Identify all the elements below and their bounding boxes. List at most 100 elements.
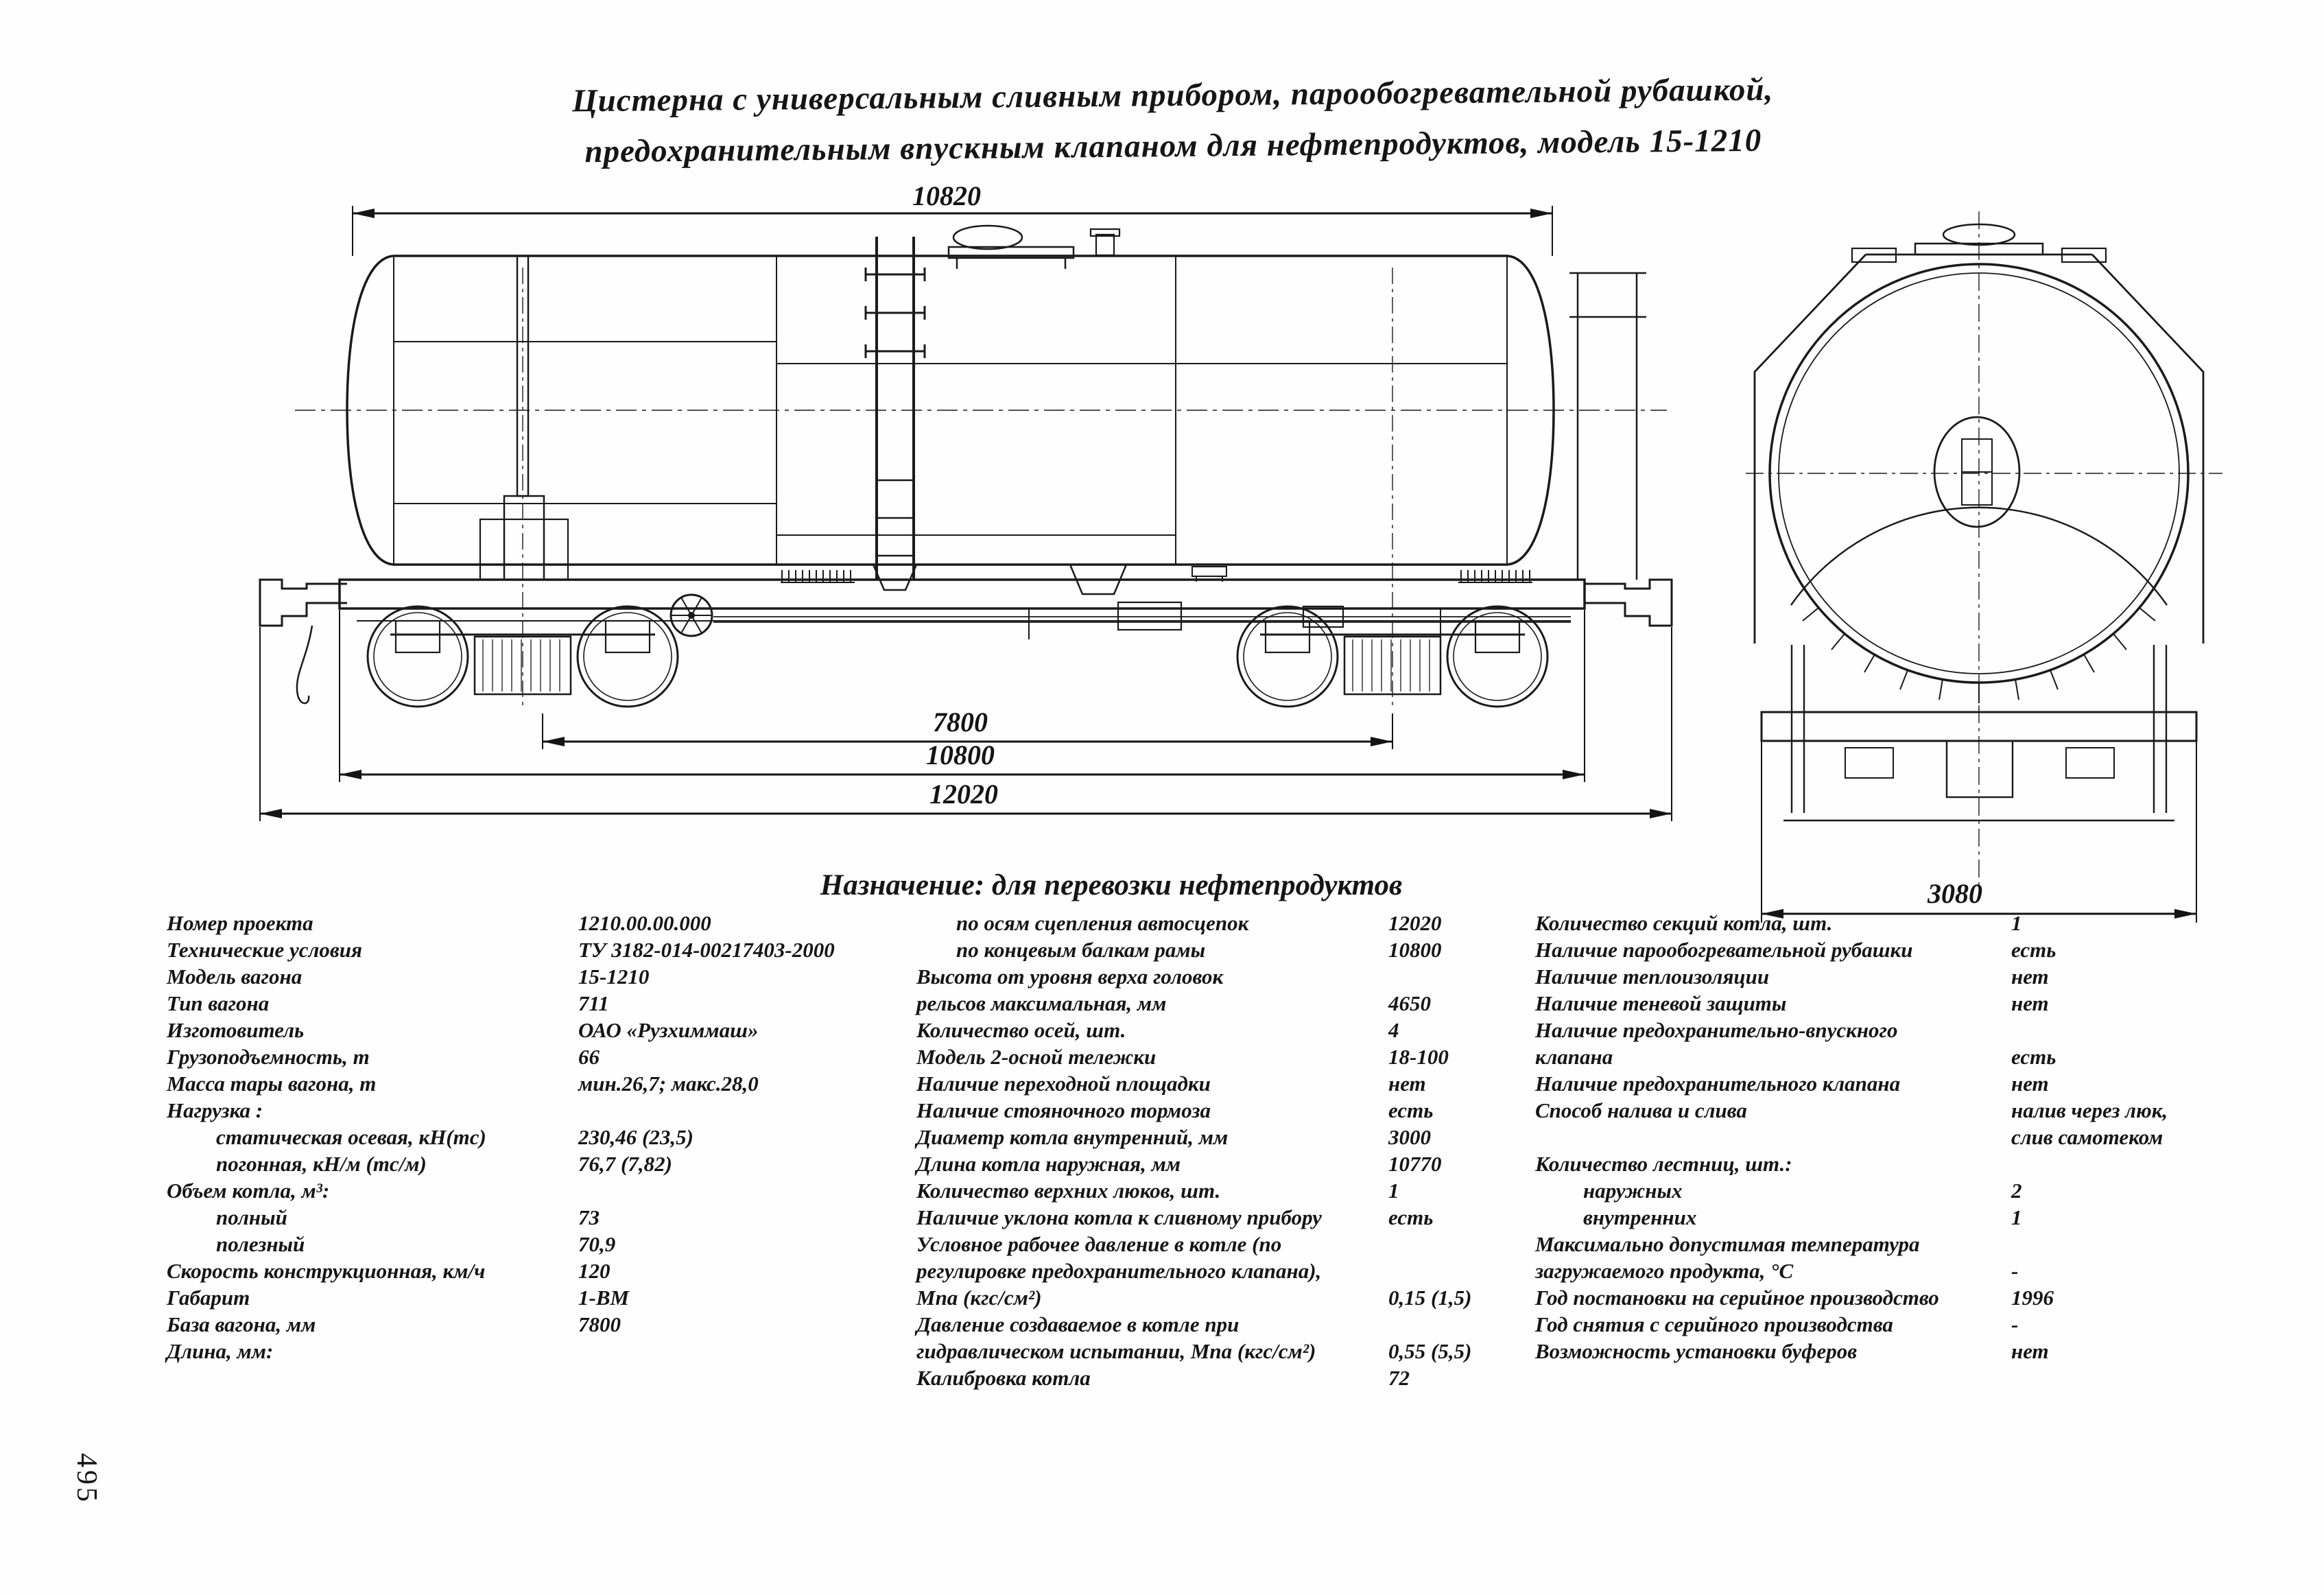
dimension-10820: 10820: [352, 180, 1553, 256]
bogie-left: [366, 605, 679, 708]
spec-value: 120: [578, 1259, 610, 1283]
end-view-drawing: [1746, 211, 2222, 885]
spec-label: Количество секций котла, шт.: [1535, 911, 1833, 935]
page-title: Цистерна с универсальным сливным приборо…: [205, 60, 2140, 180]
coupler-right: [1585, 578, 1673, 627]
spec-label: Изготовитель: [167, 1018, 305, 1042]
spec-row: Количество секций котла, шт. 1: [1535, 910, 2314, 936]
end-handrail: [1569, 272, 1646, 580]
spec-label: рельсов максимальная, мм: [916, 991, 1167, 1015]
spec-label: по концевым балкам рамы: [956, 938, 1206, 962]
spec-label: Условное рабочее давление в котле (по: [916, 1232, 1282, 1256]
dimension-7800: 7800: [542, 707, 1393, 749]
spec-label: Наличие предохранительного клапана: [1535, 1072, 1901, 1096]
spec-label: Наличие теплоизоляции: [1535, 965, 1770, 989]
brake-hose: [296, 625, 313, 705]
spec-label: Наличие уклона котла к сливному прибору: [916, 1205, 1322, 1229]
spec-value: 72: [1388, 1366, 1410, 1390]
spec-label: Количество лестниц, шт.:: [1535, 1152, 1792, 1176]
spec-label: Диаметр котла внутренний, мм: [916, 1125, 1229, 1149]
spec-label: Давление создаваемое в котле при: [916, 1312, 1240, 1336]
handbrake-wheel: [669, 593, 713, 637]
spec-value: 1996: [2011, 1286, 2054, 1310]
spec-label: Мпа (кгс/см²): [916, 1286, 1042, 1310]
spec-row: регулировке предохранительного клапана),: [916, 1257, 1657, 1284]
spec-label: Модель 2-осной тележки: [916, 1045, 1157, 1069]
dimension-3080: 3080: [1761, 741, 2197, 923]
spec-label: Наличие стояночного тормоза: [916, 1098, 1211, 1122]
spec-label: Высота от уровня верха головок: [916, 965, 1224, 989]
top-hatch: [947, 224, 1121, 269]
spec-label: [1535, 1124, 2011, 1150]
spec-row: Объем котла, м³:: [167, 1177, 952, 1204]
steam-jacket-details: [781, 563, 1532, 595]
spec-value: 7800: [578, 1312, 621, 1336]
spec-label: Наличие переходной площадки: [916, 1072, 1211, 1096]
spec-row: слив самотеком: [1535, 1124, 2314, 1150]
spec-row: погонная, кН/м (тс/м)76,7 (7,82): [167, 1150, 952, 1177]
spec-row: Способ налива и слива налив через люк,: [1535, 1097, 2314, 1124]
spec-row: загружаемого продукта, °С -: [1535, 1257, 2314, 1284]
dimension-12020: 12020: [259, 627, 1672, 821]
spec-row: Максимально допустимая температура: [1535, 1231, 2314, 1257]
spec-label: Год снятия с серийного производства: [1535, 1312, 1893, 1336]
drain-device: [479, 255, 569, 581]
spec-value: -: [2011, 1259, 2019, 1283]
spec-value: есть: [2011, 938, 2056, 962]
bogie-right: [1236, 605, 1549, 708]
dim-label-10820: 10820: [912, 180, 981, 211]
spec-row: Количество осей, шт.4: [916, 1017, 1657, 1043]
spec-row: Наличие стояночного тормоза есть: [916, 1097, 1657, 1124]
spec-label: Объем котла, м³:: [167, 1179, 330, 1203]
spec-label: Масса тары вагона, т: [167, 1072, 377, 1096]
spec-label: загружаемого продукта, °С: [1535, 1259, 1794, 1283]
spec-row: Изготовитель ОАО «Рузхиммаш»: [167, 1017, 952, 1043]
spec-value: нет: [2011, 991, 2049, 1015]
spec-value: есть: [2011, 1045, 2056, 1069]
spec-label: Максимально допустимая температура: [1535, 1232, 1920, 1256]
spec-value: есть: [1388, 1098, 1434, 1122]
spec-value: 230,46 (23,5): [578, 1125, 693, 1149]
spec-value: ТУ 3182-014-00217403-2000: [578, 938, 835, 962]
underframe: [338, 578, 1586, 610]
spec-row: Давление создаваемое в котле при: [916, 1311, 1657, 1338]
spec-label: клапана: [1535, 1045, 1613, 1069]
spec-value: 711: [578, 991, 609, 1015]
spec-value: 3000: [1388, 1125, 1431, 1149]
spec-value: 73: [578, 1205, 600, 1229]
spec-row: Наличие теневой защиты нет: [1535, 990, 2314, 1017]
spec-value: ОАО «Рузхиммаш»: [578, 1018, 759, 1042]
spec-value: 1: [2011, 911, 2022, 935]
spec-label: Номер проекта: [167, 911, 313, 935]
dim-label-7800: 7800: [933, 707, 988, 737]
spec-value: 66: [578, 1045, 600, 1069]
spec-label: погонная, кН/м (тс/м): [216, 1152, 427, 1176]
spec-label: Наличие теневой защиты: [1535, 991, 1787, 1015]
spec-label: Нагрузка :: [167, 1098, 263, 1122]
spec-value: налив через люк,: [2011, 1098, 2168, 1122]
spec-label: полный: [216, 1205, 287, 1229]
spec-label: гидравлическом испытании, Мпа (кгс/см²): [916, 1339, 1316, 1363]
dim-label-3080: 3080: [1927, 878, 1982, 909]
spec-label: Габарит: [167, 1286, 250, 1310]
spec-row: Нагрузка :: [167, 1097, 952, 1124]
dim-label-12020: 12020: [929, 779, 998, 810]
spec-label: Способ налива и слива: [1535, 1098, 1747, 1122]
